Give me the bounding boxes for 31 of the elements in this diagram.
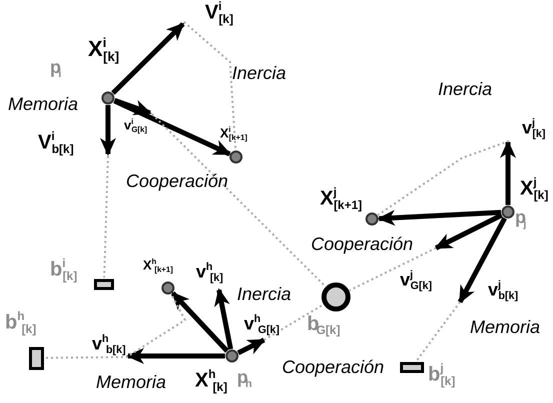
term-label: Memoria	[470, 318, 540, 336]
dotted-line	[151, 113, 326, 288]
dotted-line	[349, 247, 436, 292]
dotted-line	[416, 301, 461, 362]
dotted-line	[377, 140, 510, 216]
arrow	[100, 105, 116, 156]
term-label: Cooperación	[282, 358, 384, 376]
term-label: Inercia	[232, 64, 286, 82]
dotted-line	[44, 356, 128, 359]
arrow	[170, 291, 229, 353]
best-label: b$_{G[k]}$	[307, 314, 340, 336]
dotted-line	[129, 294, 186, 356]
dotted-line	[263, 304, 324, 341]
dotted-line	[103, 156, 109, 278]
term-label: Inercia	[438, 80, 492, 98]
arrow	[114, 98, 152, 116]
arrow	[377, 210, 502, 226]
arrow	[126, 348, 225, 364]
arrow	[214, 288, 234, 350]
arrow	[111, 22, 185, 95]
term-label: Cooperación	[126, 172, 228, 190]
arrow	[434, 212, 503, 250]
arrow	[237, 338, 266, 356]
term-label: Memoria	[8, 95, 78, 113]
arrow	[500, 140, 516, 205]
arrow	[458, 217, 507, 304]
term-label: Memoria	[96, 373, 166, 391]
dotted-line	[183, 21, 237, 150]
term-label: Cooperación	[311, 235, 414, 253]
term-label: Inercia	[237, 285, 292, 303]
arrow	[113, 98, 232, 156]
